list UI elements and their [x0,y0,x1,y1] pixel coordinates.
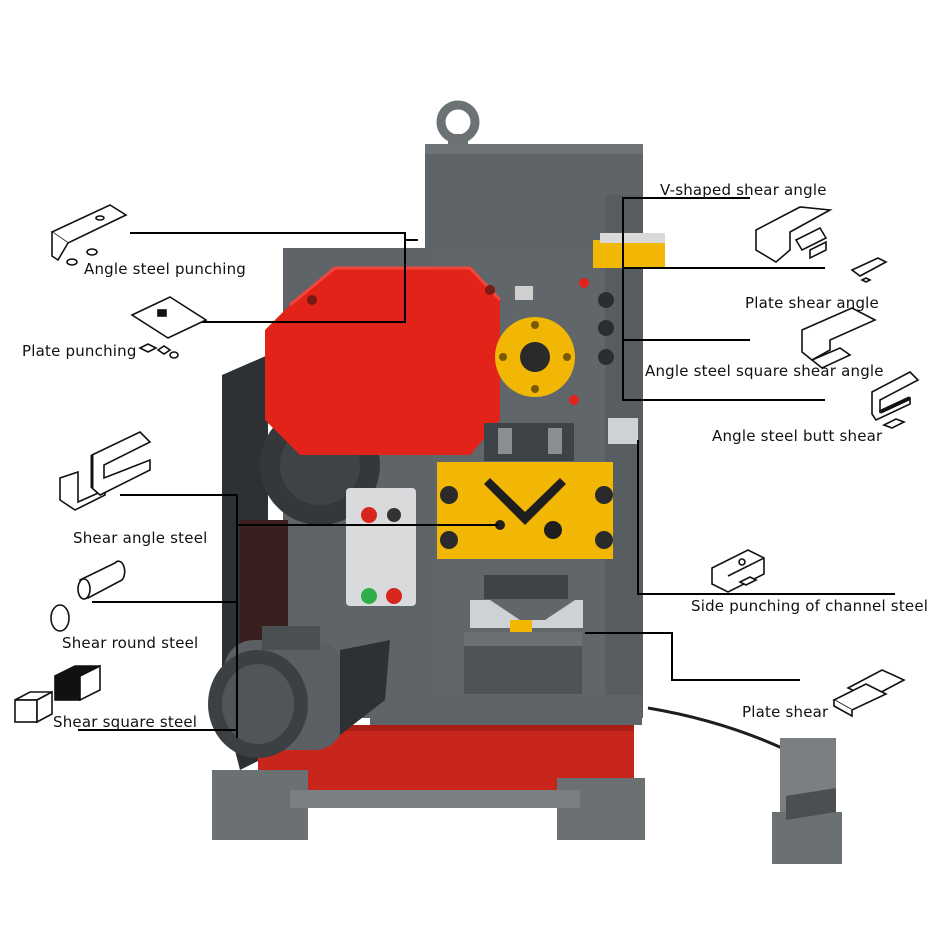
label-shear-angle-steel: Shear angle steel [73,529,208,547]
round-steel-icon [50,560,126,632]
label-plate-shear: Plate shear [742,703,829,721]
red-guard [265,268,500,455]
foot-pedal [647,706,842,864]
leader-plate-shear [585,632,800,681]
angle-steel-icon [59,431,152,511]
square-steel-icon [14,664,101,724]
label-shear-round-steel: Shear round steel [62,634,199,652]
plate-shear-blade [470,600,583,628]
butt-shear-icon [871,371,920,429]
leader-v-shaped-shear-angle [622,197,825,401]
label-plate-punching: Plate punching [22,342,137,360]
plate-punch-icon [130,296,208,359]
lifting-eye [436,100,480,150]
label-angle-steel-butt-shear: Angle steel butt shear [712,427,883,445]
v-shear-plate [437,462,613,559]
square-shear-angle-icon [801,307,877,369]
v-shear-angle-icon [755,206,833,263]
plate-shear-icon [832,669,906,718]
label-shear-square-steel: Shear square steel [53,713,198,731]
leader-angle-steel-punching [130,232,418,241]
label-v-shaped-shear-angle: V-shaped shear angle [660,181,827,199]
control-box [346,488,416,606]
v-shear-tool [593,240,665,268]
leader-plate-punching [200,233,406,323]
ironworker-machine [208,100,842,864]
plate-shear-angle-icon [850,257,888,283]
workpiece-icons [14,204,920,724]
leader-side-punching [637,440,895,595]
base-foot-right [557,778,645,840]
channel-punch-icon [711,549,765,593]
punch-plate [495,317,575,397]
leader-lines [78,197,895,738]
angle-punch-icon [50,204,128,266]
label-angle-steel-square-shear-angle: Angle steel square shear angle [645,362,884,380]
label-plate-shear-angle: Plate shear angle [745,294,879,312]
label-side-punching-channel-steel: Side punching of channel steel [691,597,929,615]
label-angle-steel-punching: Angle steel punching [84,260,247,278]
